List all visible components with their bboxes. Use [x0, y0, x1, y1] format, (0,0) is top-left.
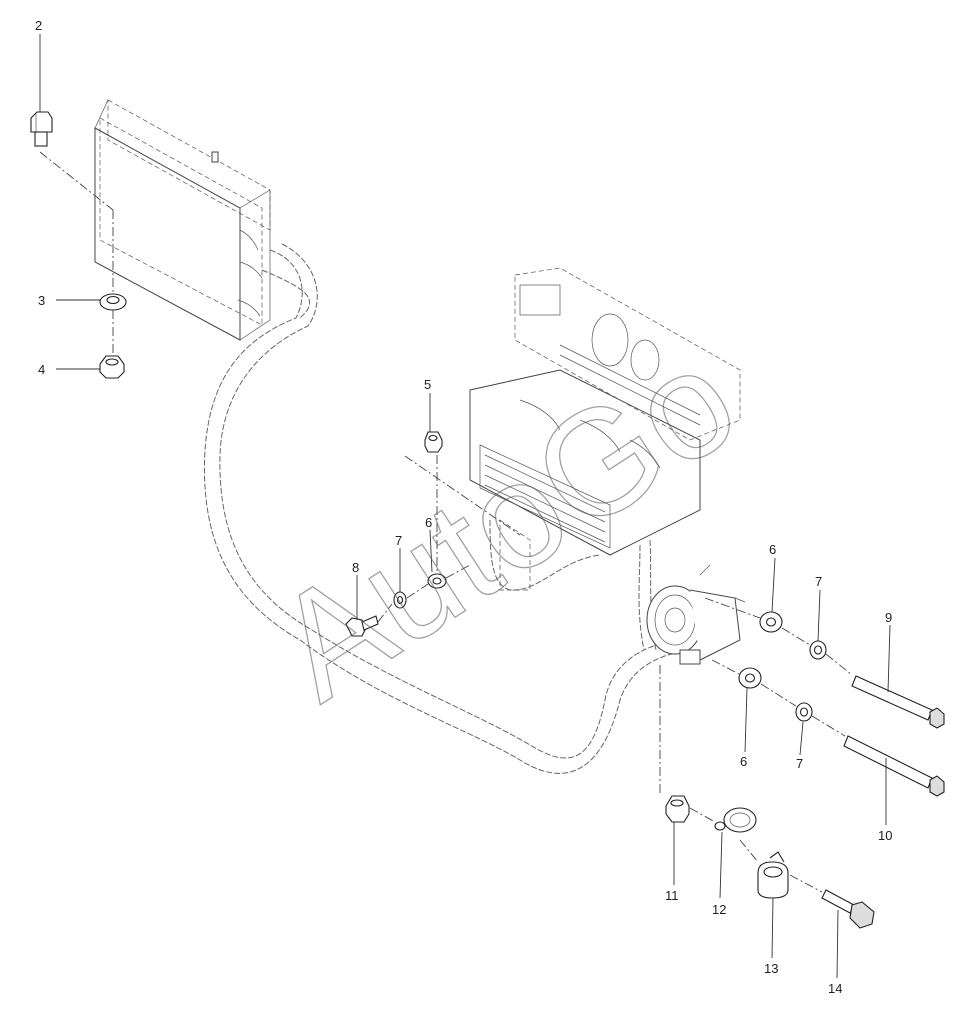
part-14-bolt	[821, 889, 875, 929]
callout-7-lower-right: 7	[796, 756, 803, 771]
callout-13: 13	[764, 961, 778, 976]
callout-8: 8	[352, 560, 359, 575]
part-10-long-bolt	[843, 735, 945, 797]
part-7-lockwasher-lower-right	[795, 702, 813, 722]
part-13-grommet	[757, 851, 789, 899]
watermark: AutoGo	[246, 314, 764, 732]
callout-4: 4	[38, 362, 45, 377]
callout-11: 11	[665, 888, 679, 903]
part-5-nut	[424, 431, 443, 453]
callout-labels: 2 3 4 5 6 7 8 6 7 9 6 7 10 11 12 13 14	[35, 18, 892, 996]
part-2-bolt	[30, 111, 53, 147]
callout-9: 9	[885, 610, 892, 625]
part-11-nut	[665, 795, 690, 823]
part-6-washer-lower-right	[738, 667, 762, 689]
ac-compressor	[646, 564, 746, 665]
part-8-bolt	[345, 615, 379, 637]
callout-3: 3	[38, 293, 45, 308]
part-9-long-bolt	[851, 675, 945, 729]
callout-5: 5	[424, 377, 431, 392]
condenser-assembly	[94, 99, 271, 341]
part-12-clamp	[714, 807, 757, 833]
callout-12: 12	[712, 902, 726, 917]
part-7-lockwasher-upper-right	[809, 640, 827, 660]
callout-6-upper-right: 6	[769, 542, 776, 557]
part-6-washer-left	[427, 573, 447, 589]
callout-14: 14	[828, 981, 842, 996]
part-6-washer-upper-right	[759, 611, 783, 633]
callout-6-lower-right: 6	[740, 754, 747, 769]
part-4-nut	[99, 355, 125, 379]
callout-2: 2	[35, 18, 42, 33]
callout-7-upper-right: 7	[815, 574, 822, 589]
part-7-lockwasher-left	[393, 591, 407, 609]
hvac-housing	[469, 267, 741, 591]
part-3-washer	[99, 293, 127, 311]
callout-10: 10	[878, 828, 892, 843]
leader-lines	[39, 34, 891, 979]
callout-7-left: 7	[395, 533, 402, 548]
alignment-lines	[39, 151, 853, 893]
callout-6-left: 6	[425, 515, 432, 530]
